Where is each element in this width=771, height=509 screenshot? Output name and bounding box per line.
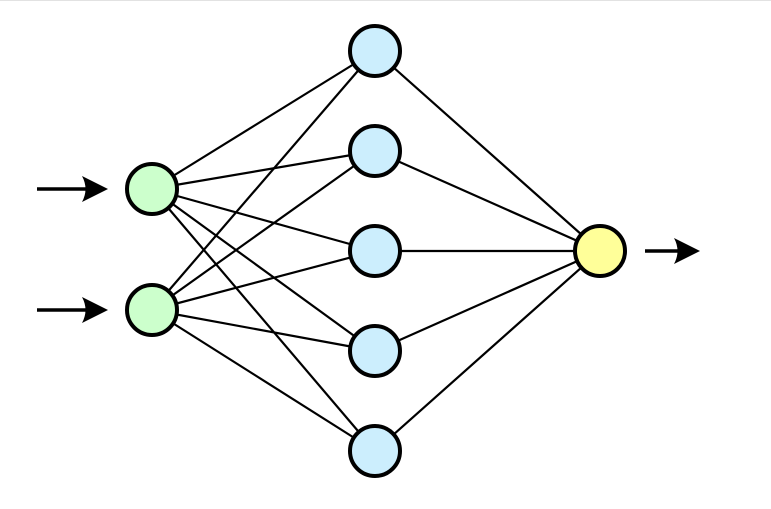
connection-edge <box>151 188 376 452</box>
node-group <box>125 24 627 478</box>
connection-edge <box>151 308 376 353</box>
connection-edge <box>374 249 601 353</box>
connection-edge <box>151 150 376 311</box>
connection-edge <box>151 149 376 191</box>
neuron-hidden-4 <box>348 324 402 378</box>
connection-edge <box>151 249 376 312</box>
input-arrow-2-head <box>82 297 108 323</box>
connection-edge <box>151 187 376 253</box>
neuron-hidden-2 <box>348 124 402 178</box>
neuron-input-2 <box>125 283 179 337</box>
connection-edge <box>151 50 376 311</box>
neuron-input-1 <box>125 162 179 216</box>
connection-edge <box>374 149 601 253</box>
connection-edge <box>151 188 376 352</box>
output-arrow-1-head <box>674 238 700 264</box>
edge-group <box>151 50 601 452</box>
connection-edge <box>374 250 601 452</box>
connection-edge <box>151 50 376 190</box>
input-arrow-1-head <box>82 176 108 202</box>
neuron-hidden-5 <box>348 424 402 478</box>
neuron-output-1 <box>573 224 627 278</box>
connection-edge <box>374 50 601 252</box>
arrow-group <box>37 176 700 323</box>
neuron-hidden-3 <box>348 224 402 278</box>
neuron-hidden-1 <box>348 24 402 78</box>
connection-edge <box>151 309 376 452</box>
